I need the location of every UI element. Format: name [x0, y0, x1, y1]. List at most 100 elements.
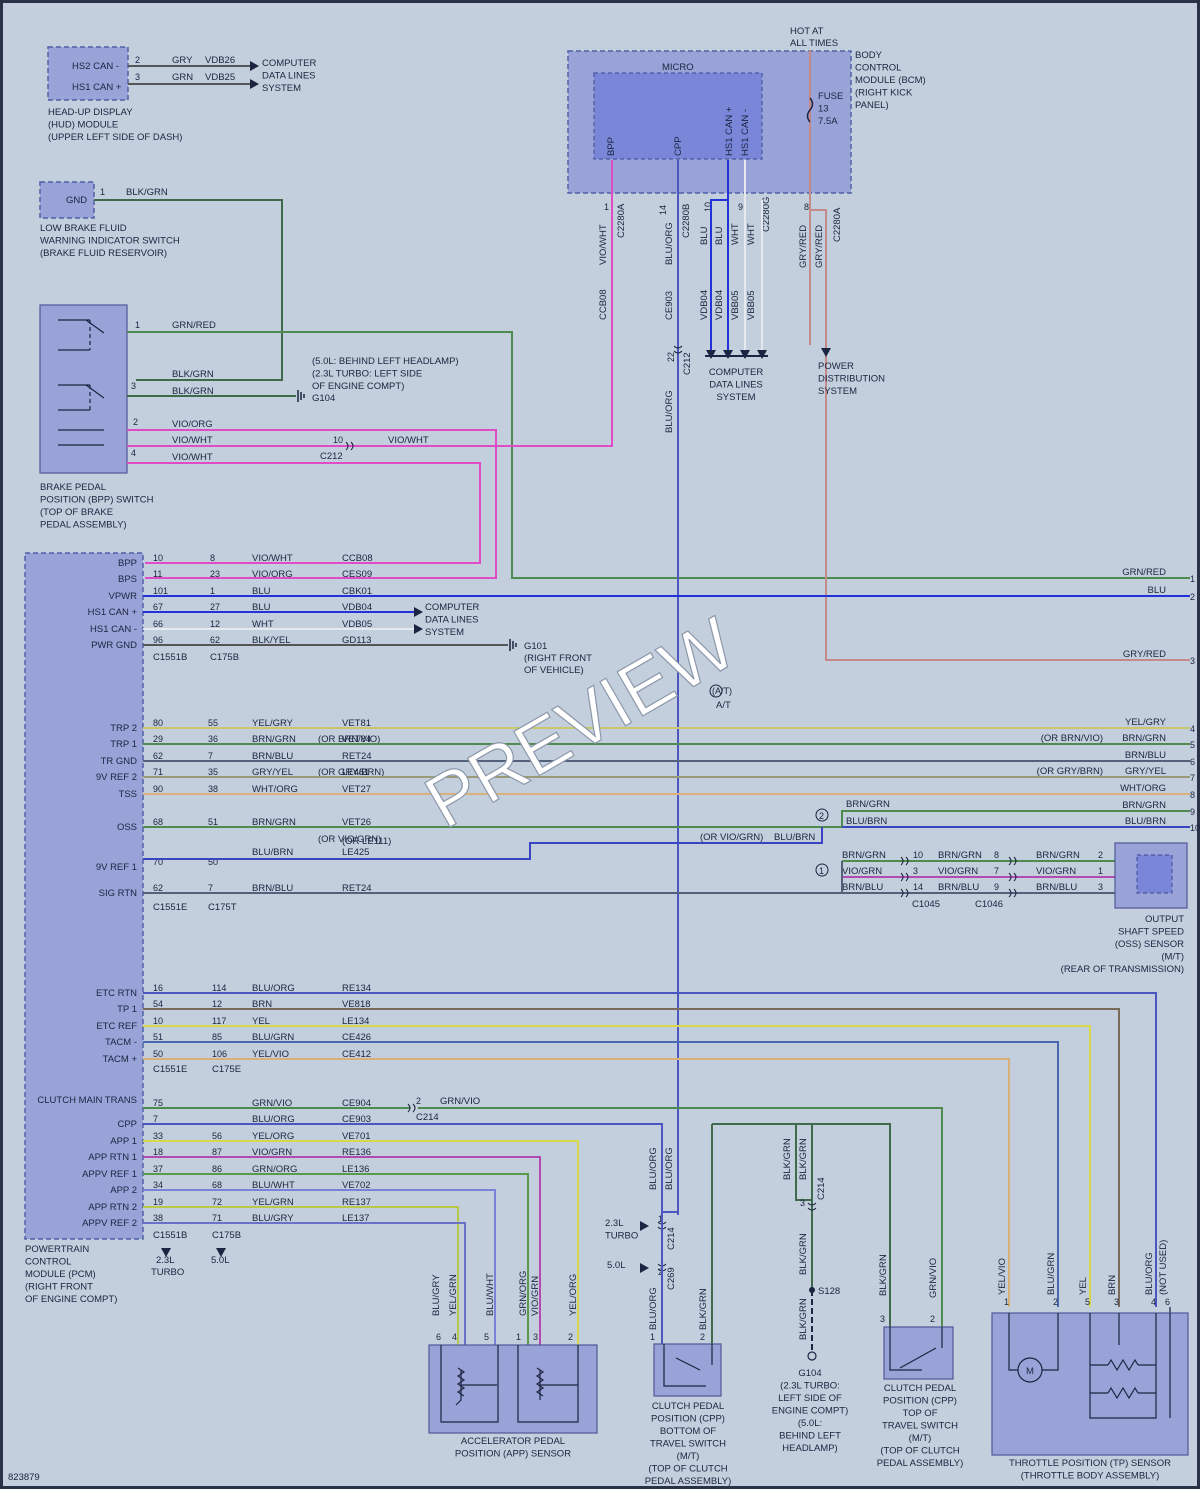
pcm-pin-tr-gnd: TR GND: [101, 756, 138, 767]
oss-wire-label: BRN/BLU: [842, 882, 883, 893]
edge-connector-number: 9: [1190, 807, 1195, 817]
pcm-pin-appv-ref-2: APPV REF 2: [82, 1218, 137, 1229]
bcm-pin-number: 1: [604, 202, 609, 212]
tp-wire-label: BLU/ORG: [1144, 1252, 1155, 1295]
bcm-internal-pin: BPP: [606, 137, 617, 156]
pcm-pin-9v-ref-2: 9V REF 2: [96, 772, 137, 783]
c212-label: C212: [682, 352, 693, 375]
pcm-alt-label: (OR LE111): [342, 836, 391, 847]
bpp-pin-number: 4: [131, 448, 136, 458]
pcm-wire-label: WHT/ORG: [252, 784, 298, 795]
pcm-pin-app-1: APP 1: [110, 1136, 137, 1147]
pcm-circuit: CE412: [342, 1049, 371, 1060]
edge-connector-number: 5: [1190, 740, 1195, 750]
app-sensor-wire: [143, 1189, 496, 1345]
pcm-wire-label: BRN/GRN: [252, 817, 296, 828]
c214-pin: 2: [416, 1096, 421, 1106]
pcm-pin-number: 62: [153, 883, 163, 893]
app-pin-number: 1: [516, 1332, 521, 1342]
pcm-pin-number: 7: [208, 883, 213, 893]
app-wire-label: YEL/ORG: [568, 1274, 579, 1316]
bcm-pin-number: 10: [703, 202, 713, 212]
app-wire-label: YEL/GRN: [448, 1274, 459, 1316]
pcm-wire-label: GRY/YEL: [252, 767, 293, 778]
pcm-pin-9v-ref-1: 9V REF 1: [96, 862, 137, 873]
pcm-wire-label: BLU/WHT: [252, 1180, 295, 1191]
pcm-dest-line: SYSTEM: [425, 627, 464, 638]
pcm-circuit: CES09: [342, 569, 372, 580]
pcm-pin-number: 55: [208, 718, 218, 728]
figure-id: 823879: [8, 1472, 40, 1483]
pcm-circuit: LE461: [342, 767, 369, 778]
pcm-pin-number: 85: [212, 1032, 222, 1042]
arrow-down-icon: [740, 350, 750, 359]
oss-pin-number: 14: [913, 882, 923, 892]
arrow-down-icon: [821, 348, 831, 357]
pcm-circuit: VDB04: [342, 602, 372, 613]
ground-note-line: (2.3L TURBO: LEFT SIDE: [312, 369, 422, 380]
edge-wire-label: BRN/BLU: [1125, 750, 1166, 761]
app-sensor-wire: [143, 1222, 466, 1345]
g101-note: OF VEHICLE): [524, 665, 584, 676]
edge-connector-number: 4: [1190, 724, 1195, 734]
pcm-pin-number: 96: [153, 635, 163, 645]
pcm-connector: C175E: [212, 1064, 241, 1075]
arrow-right-icon: [414, 607, 423, 617]
pcm-pin-number: 1: [210, 586, 215, 596]
variant-2-icon: [815, 808, 829, 822]
pcm-pin-number: 114: [212, 983, 226, 993]
arrow-right-icon: [640, 1221, 649, 1231]
pcm-wire-label: YEL/GRY: [252, 718, 294, 729]
edge-connector-number: 10: [1190, 823, 1200, 833]
bcm-circuit: VBB05: [746, 290, 757, 320]
lbf-wire: [94, 199, 283, 381]
app-pin-number: 6: [436, 1332, 441, 1342]
pcm-wire-label: VIO/WHT: [252, 553, 293, 564]
bpp-wire-vio-wht: [127, 205, 613, 447]
oss-caption-line: (M/T): [1161, 952, 1184, 963]
pcm-circuit: LE137: [342, 1213, 369, 1224]
pcm-circuit: CE904: [342, 1098, 371, 1109]
pcm-pin-number: 90: [153, 784, 163, 794]
oss-wire-label: BLU/BRN: [846, 816, 887, 827]
pcm-circuit: VET84: [342, 734, 371, 745]
g104-wire-label: BLK/GRN: [798, 1298, 809, 1340]
arrow-right-icon: [640, 1263, 649, 1273]
pcm-connector: C175B: [210, 652, 239, 663]
pcm-circuit: CE426: [342, 1032, 371, 1043]
cpp-wire-label: BLU/ORG: [664, 390, 675, 433]
pcm-pin-number: 12: [212, 999, 222, 1009]
cpp-top-gnd-wire: [812, 1123, 891, 1330]
tp-sensor-wire: [143, 1008, 1120, 1307]
c212-pin-number: 10: [333, 435, 343, 445]
bpp-wire-grn-red: [127, 331, 1190, 579]
edge-connector-number: 3: [1190, 656, 1195, 666]
pcm-circuit: LE134: [342, 1016, 369, 1027]
c212-connector-label: C212: [320, 451, 343, 462]
c212-connector-icon: [345, 441, 354, 451]
edge-connector-number: 2: [1190, 592, 1195, 602]
pds-dest-line: DISTRIBUTION: [818, 374, 885, 385]
pcm-pin-number: 50: [208, 857, 218, 867]
bcm-wire-label: WHT: [746, 223, 757, 245]
pcm-pin-number: 23: [210, 569, 220, 579]
pcm-wire-label: VIO/GRN: [252, 1147, 292, 1158]
oss-wire: [143, 810, 1190, 828]
g104-caption-line: LEFT SIDE OF: [778, 1393, 842, 1404]
bcm-connector: C2280B: [681, 204, 692, 238]
cpp-bottom-caption-line: POSITION (CPP): [651, 1414, 725, 1425]
hud-wire-label: GRN: [172, 72, 193, 83]
g104-caption-line: (5.0L:: [798, 1418, 822, 1429]
pcm-circuit: LE136: [342, 1164, 369, 1175]
oss-caption-line: SHAFT SPEED: [1118, 927, 1184, 938]
pcm-circuit: VDB05: [342, 619, 372, 630]
cpp-wire-label: BLU/ORG: [664, 1147, 675, 1190]
pcm-pin-number: 10: [153, 1016, 163, 1026]
pcm-circuit: VE702: [342, 1180, 371, 1191]
bcm-caption-line: CONTROL: [855, 63, 901, 74]
edge-wire-label: BLU: [1148, 585, 1167, 596]
pcm-pin-cpp: CPP: [117, 1119, 137, 1130]
hud-circuit: VDB26: [205, 55, 235, 66]
potentiometer-icon: [440, 1345, 579, 1423]
pcm-pin-number: 66: [153, 619, 163, 629]
